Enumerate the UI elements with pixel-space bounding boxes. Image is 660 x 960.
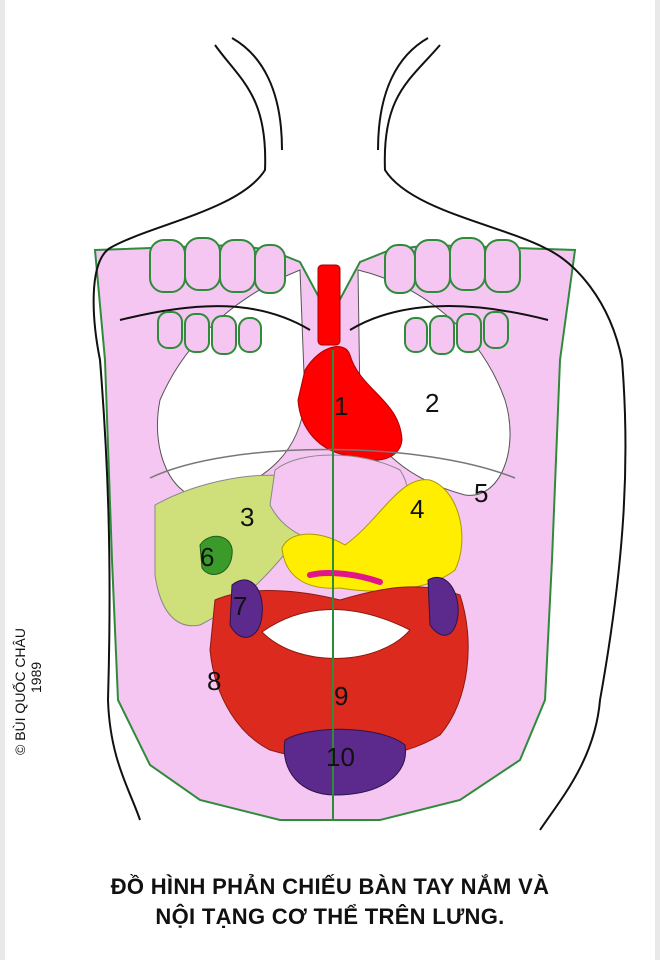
left-frame-border bbox=[0, 0, 5, 960]
neck-right bbox=[377, 37, 429, 151]
label-3: 3 bbox=[240, 502, 254, 532]
label-5: 5 bbox=[474, 478, 488, 508]
lung-left bbox=[156, 269, 306, 501]
back-reflex-diagram: 1 2 3 4 5 6 7 8 9 10 bbox=[92, 37, 627, 831]
right-frame-border bbox=[655, 0, 660, 960]
caption-line-2: NỘI TẠNG CƠ THỂ TRÊN LƯNG. bbox=[155, 904, 505, 929]
label-8: 8 bbox=[207, 666, 221, 696]
label-9: 9 bbox=[334, 681, 348, 711]
stomach bbox=[281, 479, 463, 592]
kidney-right bbox=[427, 577, 459, 636]
spleen-strip bbox=[307, 570, 383, 585]
copyright-author: © BÙI QUỐC CHÂU bbox=[12, 628, 28, 755]
label-1: 1 bbox=[334, 391, 348, 421]
copyright-notice: © BÙI QUỐC CHÂU 1989 bbox=[12, 555, 44, 755]
label-4: 4 bbox=[410, 494, 424, 524]
label-7: 7 bbox=[233, 591, 247, 621]
knuckles-right bbox=[384, 237, 521, 355]
kidney-left bbox=[229, 579, 263, 638]
copyright-year: 1989 bbox=[28, 661, 44, 693]
neck-left bbox=[231, 37, 283, 151]
label-6: 6 bbox=[200, 542, 214, 572]
bladder bbox=[283, 728, 407, 796]
label-10: 10 bbox=[326, 742, 355, 772]
diaphragm bbox=[149, 448, 516, 479]
lips-white bbox=[261, 609, 411, 659]
label-2: 2 bbox=[425, 388, 439, 418]
knuckles-left bbox=[149, 237, 286, 355]
heart bbox=[297, 346, 403, 461]
diagram-caption: ĐỒ HÌNH PHẢN CHIẾU BÀN TAY NẮM VÀ NỘI TẠ… bbox=[0, 872, 660, 932]
body-outline-right bbox=[383, 44, 627, 831]
trachea bbox=[317, 264, 341, 346]
gallbladder bbox=[199, 535, 233, 575]
caption-line-1: ĐỒ HÌNH PHẢN CHIẾU BÀN TAY NẮM VÀ bbox=[110, 874, 550, 899]
body-outline-left bbox=[92, 44, 267, 821]
shoulder-line bbox=[119, 305, 549, 331]
